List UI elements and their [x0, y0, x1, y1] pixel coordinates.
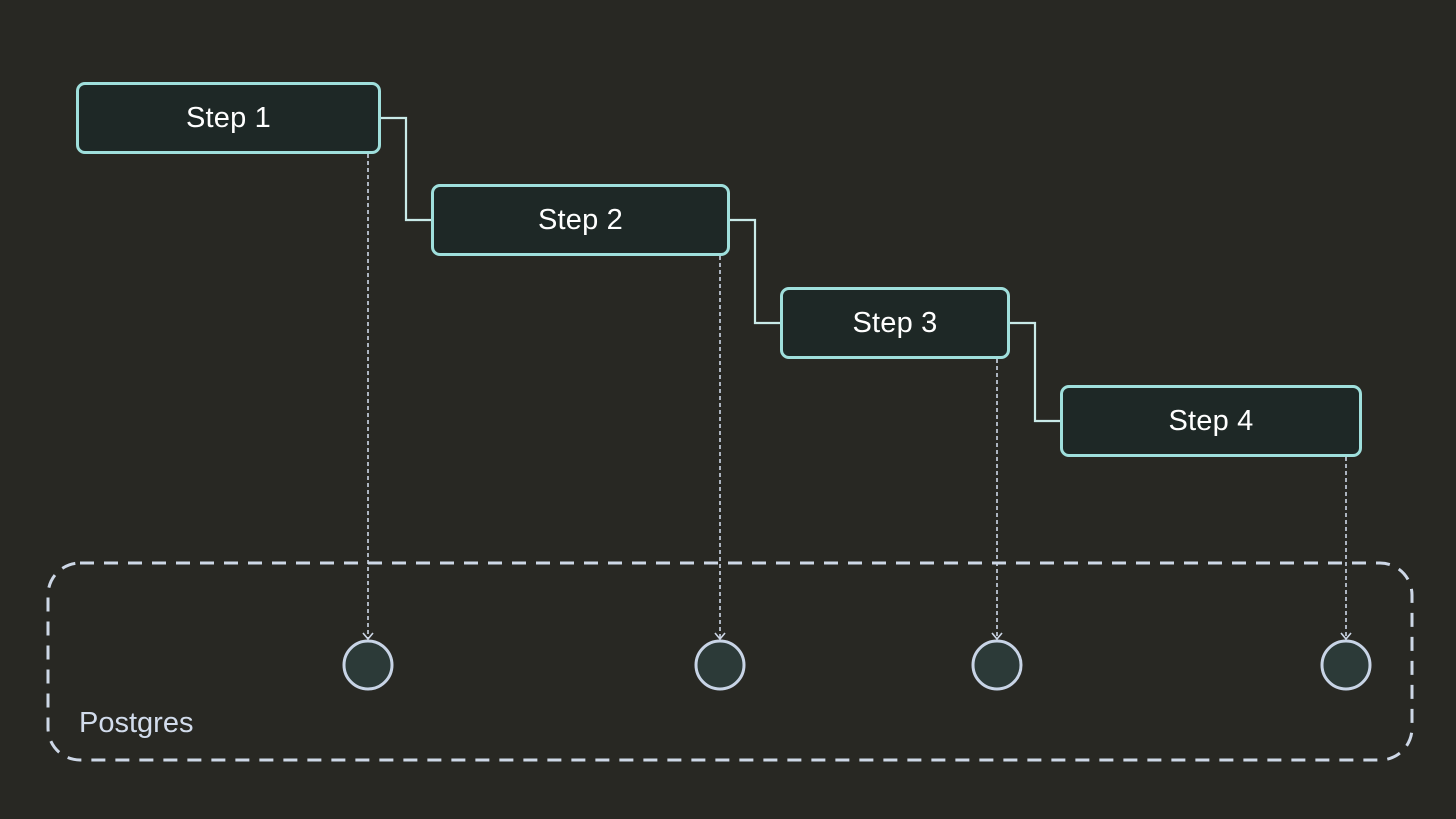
step-4-box: Step 4: [1060, 385, 1362, 457]
record-node-1: [342, 639, 394, 691]
record-node-3: [971, 639, 1023, 691]
connector-step3-step4: [1010, 321, 1060, 423]
record-node-2: [694, 639, 746, 691]
postgres-label: Postgres: [79, 707, 194, 739]
step-3-box: Step 3: [780, 287, 1010, 359]
step-3-label: Step 3: [852, 306, 938, 339]
connector-step2-step3: [730, 218, 780, 325]
record-node-4: [1320, 639, 1372, 691]
step-1-label: Step 1: [185, 101, 272, 134]
step-2-label: Step 2: [537, 203, 624, 236]
step-2-box: Step 2: [431, 184, 730, 256]
connector-step1-step2: [381, 116, 431, 222]
step-4-label: Step 4: [1168, 404, 1254, 437]
step-1-box: Step 1: [76, 82, 381, 154]
postgres-container: [46, 561, 1414, 762]
